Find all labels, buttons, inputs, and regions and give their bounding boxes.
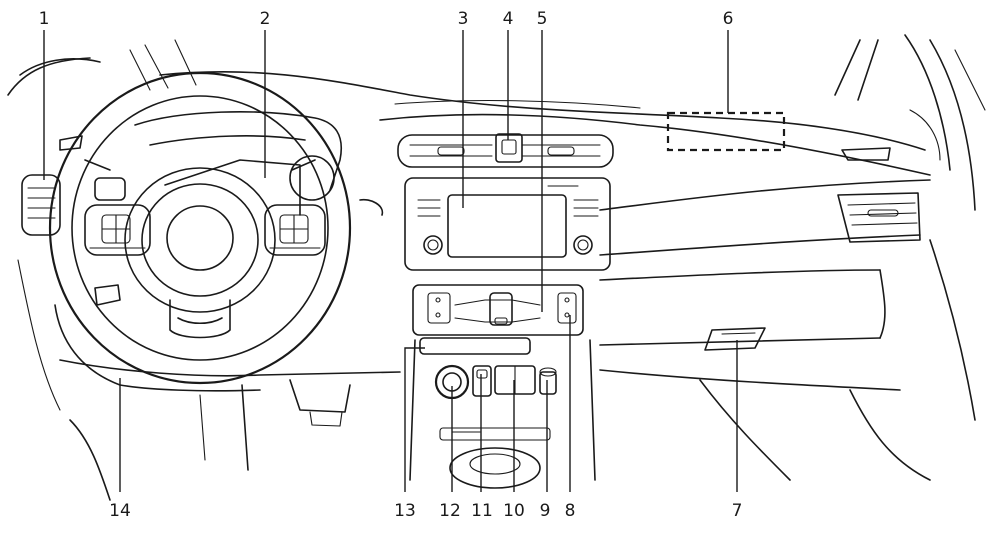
windshield-frame bbox=[7, 34, 986, 211]
callout-12: 12 bbox=[439, 501, 461, 521]
callout-11: 11 bbox=[471, 501, 493, 521]
callout-9: 9 bbox=[540, 501, 551, 521]
right-vent bbox=[837, 147, 921, 243]
instrument-cluster bbox=[94, 111, 384, 216]
climate-control-panel bbox=[412, 284, 584, 336]
audio-display-unit bbox=[404, 177, 611, 271]
callout-8: 8 bbox=[565, 501, 576, 521]
leader-lines bbox=[43, 30, 738, 492]
callout-13: 13 bbox=[394, 501, 416, 521]
callout-2: 2 bbox=[260, 9, 271, 29]
center-vent bbox=[397, 133, 614, 168]
passenger-airbag-area bbox=[666, 111, 786, 152]
callout-1: 1 bbox=[39, 9, 50, 29]
callout-14: 14 bbox=[109, 501, 131, 521]
callout-7: 7 bbox=[732, 501, 743, 521]
center-console bbox=[409, 337, 596, 489]
callout-6: 6 bbox=[723, 9, 734, 29]
callout-labels: 1 2 3 4 5 6 7 8 9 10 11 12 13 14 bbox=[39, 9, 743, 521]
lower-dash bbox=[17, 239, 976, 501]
glove-box bbox=[599, 269, 881, 351]
callout-3: 3 bbox=[458, 9, 469, 29]
dashboard-top bbox=[159, 70, 931, 256]
callout-5: 5 bbox=[537, 9, 548, 29]
callout-4: 4 bbox=[503, 9, 514, 29]
callout-10: 10 bbox=[503, 501, 525, 521]
steering-wheel bbox=[48, 71, 352, 386]
